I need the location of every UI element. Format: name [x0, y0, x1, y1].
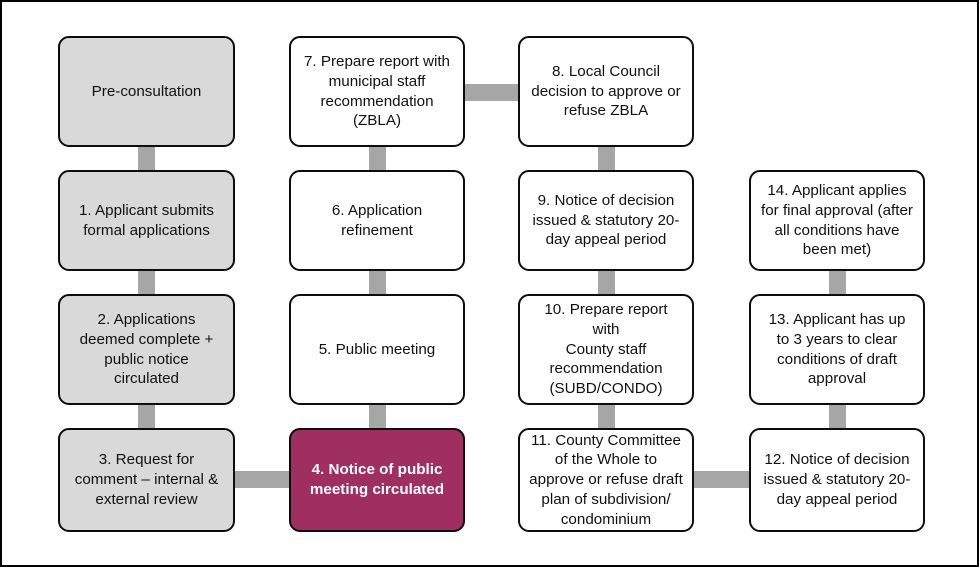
flow-node-step-13[interactable]: 13. Applicant has up to 3 years to clear… [749, 294, 925, 405]
flow-node-label: Pre-consultation [91, 82, 202, 100]
connector-c5-to-6 [369, 269, 386, 296]
connector-c10-to-11 [598, 403, 615, 430]
flow-node-label: 5. Public meeting [318, 340, 436, 358]
flow-node-label: 13. Applicant has up to 3 years to clear… [768, 311, 906, 388]
flow-node-step-11[interactable]: 11. County Committee of the Whole to app… [518, 428, 694, 532]
flow-node-step-1[interactable]: 1. Applicant submits formal applications [58, 170, 235, 271]
connector-c7-to-8 [463, 84, 520, 101]
flow-node-step-4[interactable]: 4. Notice of public meeting circulated [289, 428, 465, 532]
connector-c6-to-7 [369, 145, 386, 172]
flow-node-step-8[interactable]: 8. Local Council decision to approve or … [518, 36, 694, 147]
flow-node-step-9[interactable]: 9. Notice of decision issued & statutory… [518, 170, 694, 271]
flow-node-step-2[interactable]: 2. Applications deemed complete + public… [58, 294, 235, 405]
connector-c8-to-9 [598, 145, 615, 172]
flow-node-step-10[interactable]: 10. Prepare report with County staff rec… [518, 294, 694, 405]
connector-c2-to-3 [138, 403, 155, 430]
connector-pre-to-1 [138, 145, 155, 172]
flow-node-step-3[interactable]: 3. Request for comment – internal & exte… [58, 428, 235, 532]
flow-node-label: 10. Prepare report with County staff rec… [544, 301, 668, 398]
flow-node-label: 12. Notice of decision issued & statutor… [763, 451, 911, 508]
flow-node-label: 8. Local Council decision to approve or … [531, 62, 681, 120]
flow-node-label: 14. Applicant applies for final approval… [761, 182, 913, 259]
flow-node-label: 9. Notice of decision issued & statutory… [532, 191, 680, 249]
flow-node-label: 6. Application refinement [331, 201, 423, 239]
flow-node-label: 3. Request for comment – internal & exte… [74, 451, 219, 508]
flow-node-label: 4. Notice of public meeting circulated [309, 461, 445, 498]
flow-node-step-14[interactable]: 14. Applicant applies for final approval… [749, 170, 925, 271]
flow-node-pre-consultation[interactable]: Pre-consultation [58, 36, 235, 147]
connector-c9-to-10 [598, 269, 615, 296]
connector-c1-to-2 [138, 269, 155, 296]
flow-node-label: 1. Applicant submits formal applications [78, 201, 215, 239]
flow-node-step-6[interactable]: 6. Application refinement [289, 170, 465, 271]
flow-node-label: 11. County Committee of the Whole to app… [529, 431, 683, 528]
connector-c13-to-14 [829, 269, 846, 296]
connector-c4-to-5 [369, 403, 386, 430]
flow-node-step-12[interactable]: 12. Notice of decision issued & statutor… [749, 428, 925, 532]
flow-node-label: 7. Prepare report with municipal staff r… [303, 53, 451, 130]
connector-c3-to-4 [233, 471, 291, 488]
flow-node-step-7[interactable]: 7. Prepare report with municipal staff r… [289, 36, 465, 147]
connector-c12-to-13 [829, 403, 846, 430]
flow-node-label: 2. Applications deemed complete + public… [79, 311, 214, 388]
flow-node-step-5[interactable]: 5. Public meeting [289, 294, 465, 405]
connector-c11-to-12 [692, 471, 751, 488]
